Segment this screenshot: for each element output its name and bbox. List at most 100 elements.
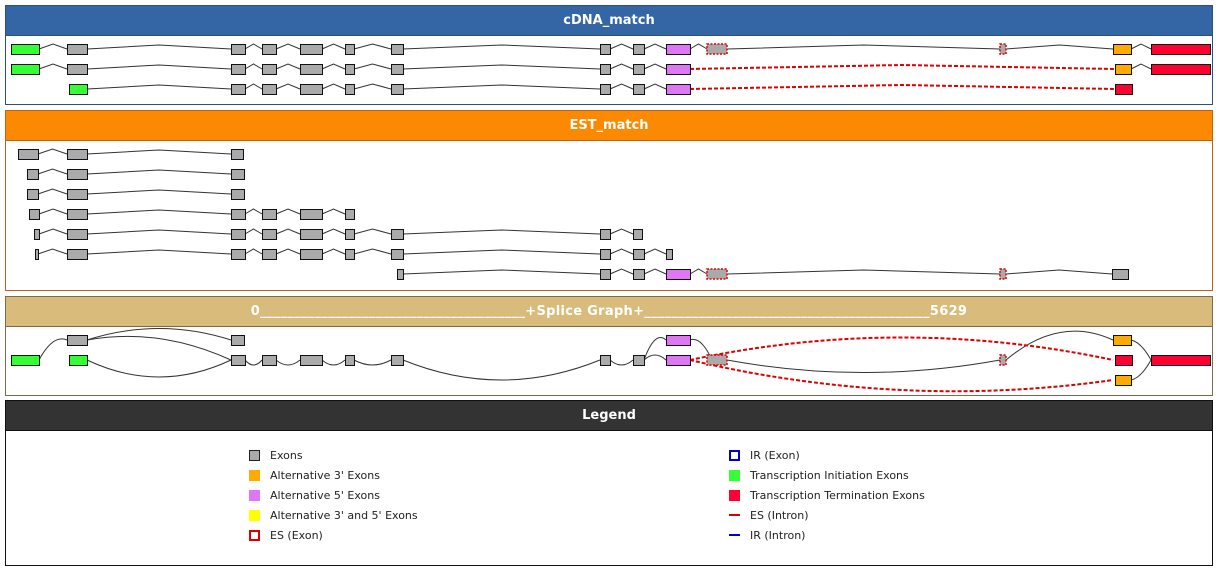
intron-line: [609, 43, 634, 50]
intron-line: [321, 208, 346, 215]
intron-line: [37, 168, 68, 175]
intron-line: [321, 83, 346, 90]
legend-label: Alternative 3' Exons: [270, 468, 380, 482]
exon-exon: [67, 44, 88, 55]
intron-line: [275, 208, 301, 215]
legend-header: Legend: [6, 401, 1212, 431]
intron-line: [1005, 269, 1113, 275]
legend-label: IR (Exon): [750, 448, 800, 462]
intron-line: [321, 228, 346, 235]
intron-line: [609, 63, 634, 70]
exon-exon: [262, 229, 277, 240]
alt35-swatch-icon: [249, 509, 260, 521]
term-exon: [1115, 355, 1133, 366]
intron-line: [609, 228, 634, 235]
intron-line: [275, 63, 301, 70]
es-intron-line: [689, 83, 1116, 90]
alt5-exon: [666, 84, 691, 95]
intron-line: [1005, 44, 1114, 50]
intron-line: [244, 43, 263, 50]
legend-item: IR (Exon): [729, 445, 925, 465]
intron-line: [38, 228, 68, 235]
exon-exon: [345, 44, 355, 55]
exon-exon: [391, 64, 404, 75]
legend-item: IR (Intron): [729, 525, 925, 545]
splice-curve: [321, 359, 346, 366]
exon-exon: [391, 355, 404, 366]
intron-line: [38, 63, 68, 70]
exon-exon: [262, 355, 277, 366]
exon-exon: [67, 249, 88, 260]
init-exon: [69, 84, 88, 95]
alt5-exon: [666, 335, 691, 346]
legend-label: Alternative 3' and 5' Exons: [270, 508, 418, 522]
intron-line: [275, 83, 301, 90]
exon-exon: [67, 229, 88, 240]
legend-label: Exons: [270, 448, 303, 462]
exon-exon: [345, 249, 355, 260]
exon-exon: [18, 149, 39, 160]
legend-item: Exons: [249, 445, 418, 465]
intron-line: [402, 269, 601, 275]
exon-exon: [633, 269, 645, 280]
alt3-exon: [1115, 375, 1132, 386]
legend-item: Transcription Initiation Exons: [729, 465, 925, 485]
intron-line: [609, 83, 634, 90]
cdna-match-panel: cDNA_match: [5, 5, 1213, 105]
intron-line: [321, 63, 346, 70]
exon-exon: [231, 84, 246, 95]
alt5-exon: [666, 355, 691, 366]
splice-graph-panel: 0_______________________________________…: [5, 296, 1213, 396]
exon-exon: [67, 209, 88, 220]
exon-exon: [262, 249, 277, 260]
alt5-exon: [666, 44, 691, 55]
intron-line: [275, 248, 301, 255]
legend-label: Transcription Termination Exons: [750, 488, 925, 502]
exon-exon: [29, 209, 40, 220]
intron-line: [726, 44, 1001, 50]
splice-curve: [38, 338, 68, 361]
ir-intron-swatch-icon: [729, 534, 740, 536]
exon-exon: [262, 44, 277, 55]
intron-line: [244, 208, 263, 215]
es-intron-line: [689, 63, 1116, 70]
legend-label: IR (Intron): [750, 528, 806, 542]
intron-line: [321, 43, 346, 50]
es-intron-curve: [689, 336, 1114, 361]
exon-exon: [300, 44, 323, 55]
term-exon: [1151, 44, 1211, 55]
exon-exon: [633, 249, 645, 260]
exon-exon: [300, 64, 323, 75]
legend-item: ES (Intron): [729, 505, 925, 525]
exon-exon: [1112, 269, 1129, 280]
intron-line: [38, 43, 68, 50]
intron-line: [609, 248, 634, 255]
intron-line: [643, 83, 667, 90]
exon-exon: [391, 229, 404, 240]
splice-graph-header: 0_______________________________________…: [6, 297, 1212, 327]
exon-exon: [34, 229, 40, 240]
exon-exon: [345, 209, 355, 220]
exon-exon: [231, 355, 246, 366]
intron-line: [643, 43, 667, 50]
intron-line: [86, 189, 232, 195]
es-exon: [999, 268, 1007, 280]
intron-line: [353, 228, 392, 235]
alt3-exon: [1113, 335, 1132, 346]
exon-exon: [633, 64, 645, 75]
intron-line: [402, 84, 601, 90]
exon-exon: [231, 209, 246, 220]
intron-line: [689, 268, 708, 275]
exon-exon: [600, 44, 611, 55]
legend-item: Alternative 5' Exons: [249, 485, 418, 505]
intron-line: [244, 83, 263, 90]
exon-exon: [231, 249, 246, 260]
intron-line: [244, 228, 263, 235]
splice-curve: [726, 359, 1001, 373]
intron-line: [244, 248, 263, 255]
exon-exon: [300, 84, 323, 95]
intron-line: [86, 229, 232, 235]
alt5-exon: [666, 269, 691, 280]
intron-line: [86, 84, 232, 90]
